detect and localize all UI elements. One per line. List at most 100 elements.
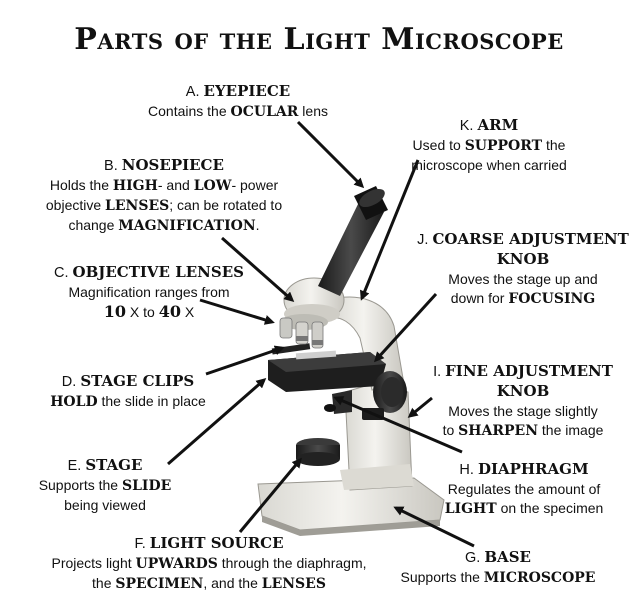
desc-text: Magnification ranges from <box>68 284 230 300</box>
arrow-coarse <box>373 292 438 363</box>
label-stage: E. STAGE Supports the SLIDE being viewed <box>30 456 180 515</box>
desc-text: Holds the <box>49 177 113 193</box>
desc-text: Moves the stage slightly <box>448 403 598 419</box>
desc-text: Moves the stage up and <box>448 271 598 287</box>
desc-text: the slide in place <box>97 393 206 409</box>
keyword: LOW <box>193 178 232 194</box>
desc-text: the <box>92 575 116 591</box>
keyword: SPECIMEN <box>115 576 204 592</box>
arrow-diaphragm <box>333 396 463 454</box>
label-name: STAGE <box>85 456 143 474</box>
desc-text: . <box>255 217 260 233</box>
label-letter: G. <box>465 550 481 566</box>
label-name: KNOB <box>496 250 550 268</box>
keyword: HIGH <box>112 178 158 194</box>
arrow-arm <box>359 159 420 301</box>
desc-text: through the diaphragm, <box>217 555 367 571</box>
desc-text: change <box>68 217 119 233</box>
keyword: MAGNIFICATION <box>118 218 256 234</box>
label-base: G. BASE Supports the MICROSCOPE <box>392 548 604 588</box>
keyword: OCULAR <box>230 104 299 120</box>
arrow-stage-clips <box>205 345 285 376</box>
label-name: NOSEPIECE <box>121 156 224 174</box>
keyword: UPWARDS <box>135 556 218 572</box>
desc-text: - and <box>157 177 194 193</box>
desc-text: ; can be rotated to <box>169 197 283 213</box>
base-shape <box>257 477 445 536</box>
desc-text: X to <box>126 304 159 320</box>
keyword: HOLD <box>50 394 98 410</box>
desc-text: on the specimen <box>496 500 604 516</box>
label-letter: F. <box>134 536 146 552</box>
desc-text: lens <box>298 103 328 119</box>
label-stage-clips: D. STAGE CLIPS HOLD the slide in place <box>30 372 226 412</box>
keyword: MICROSCOPE <box>483 570 596 586</box>
arrow-objective <box>199 298 275 325</box>
label-name: COARSE ADJUSTMENT <box>432 230 629 248</box>
desc-text: the image <box>538 422 604 438</box>
label-letter: B. <box>104 158 118 174</box>
desc-text: X <box>180 304 195 320</box>
label-letter: E. <box>67 458 82 474</box>
label-letter: K. <box>459 118 474 134</box>
desc-text: , and the <box>203 575 262 591</box>
label-name: LIGHT SOURCE <box>149 534 284 552</box>
label-letter: J. <box>417 232 429 248</box>
label-letter: I. <box>433 364 442 380</box>
keyword: LIGHT <box>444 501 497 517</box>
label-light-source: F. LIGHT SOURCE Projects light UPWARDS t… <box>24 534 394 594</box>
keyword: LENSES <box>105 198 170 214</box>
label-letter: C. <box>53 265 69 281</box>
eyepiece-shape <box>318 186 388 296</box>
keyword: LENSES <box>261 576 326 592</box>
light-source-shape <box>296 438 340 466</box>
keyword: SHARPEN <box>458 423 539 439</box>
arrow-stage <box>167 378 267 466</box>
page-title: Parts of the Light Microscope <box>74 22 564 57</box>
label-fine-knob: I. FINE ADJUSTMENT KNOB Moves the stage … <box>426 362 620 441</box>
arrow-base <box>393 506 475 548</box>
desc-text: objective <box>45 197 106 213</box>
desc-text: being viewed <box>64 497 146 513</box>
desc-text: Used to <box>412 137 465 153</box>
arrow-nosepiece <box>221 236 295 302</box>
label-name: KNOB <box>496 382 550 400</box>
label-eyepiece: A. EYEPIECE Contains the OCULAR lens <box>118 82 358 122</box>
label-nosepiece: B. NOSEPIECE Holds the HIGH- and LOW- po… <box>36 156 292 236</box>
desc-text: Projects light <box>51 555 136 571</box>
keyword: SUPPORT <box>464 138 543 154</box>
desc-text: Regulates the amount of <box>447 481 601 497</box>
desc-text: Supports the <box>400 569 484 585</box>
label-letter: H. <box>459 462 474 478</box>
desc-text: Supports the <box>38 477 122 493</box>
label-letter: D. <box>61 374 77 390</box>
desc-text: - power <box>231 177 279 193</box>
desc-text: to <box>442 422 459 438</box>
label-name: ARM <box>477 116 519 134</box>
desc-text: the <box>542 137 566 153</box>
keyword: SLIDE <box>121 478 172 494</box>
label-name: DIAPHRAGM <box>477 460 589 478</box>
leader-arrows <box>167 120 475 548</box>
keyword: 10 <box>103 302 127 321</box>
objectives-shape <box>279 314 328 349</box>
arrow-light-source <box>238 457 302 533</box>
desc-text: microscope when carried <box>411 157 567 173</box>
label-arm: K. ARM Used to SUPPORT the microscope wh… <box>394 116 584 175</box>
label-name: STAGE CLIPS <box>80 372 195 390</box>
label-name: BASE <box>484 548 531 566</box>
desc-text: down for <box>450 290 509 306</box>
desc-text: Contains the <box>148 103 231 119</box>
keyword: 40 <box>158 302 181 321</box>
label-letter: A. <box>185 84 200 100</box>
label-name: OBJECTIVE LENSES <box>72 263 244 281</box>
label-name: FINE ADJUSTMENT <box>445 362 613 380</box>
arrow-fine <box>407 396 433 418</box>
label-name: EYEPIECE <box>203 82 291 100</box>
label-objective-lenses: C. OBJECTIVE LENSES Magnification ranges… <box>42 263 256 322</box>
label-diaphragm: H. DIAPHRAGM Regulates the amount of LIG… <box>426 460 622 519</box>
label-coarse-knob: J. COARSE ADJUSTMENT KNOB Moves the stag… <box>412 230 634 309</box>
keyword: FOCUSING <box>508 291 596 307</box>
